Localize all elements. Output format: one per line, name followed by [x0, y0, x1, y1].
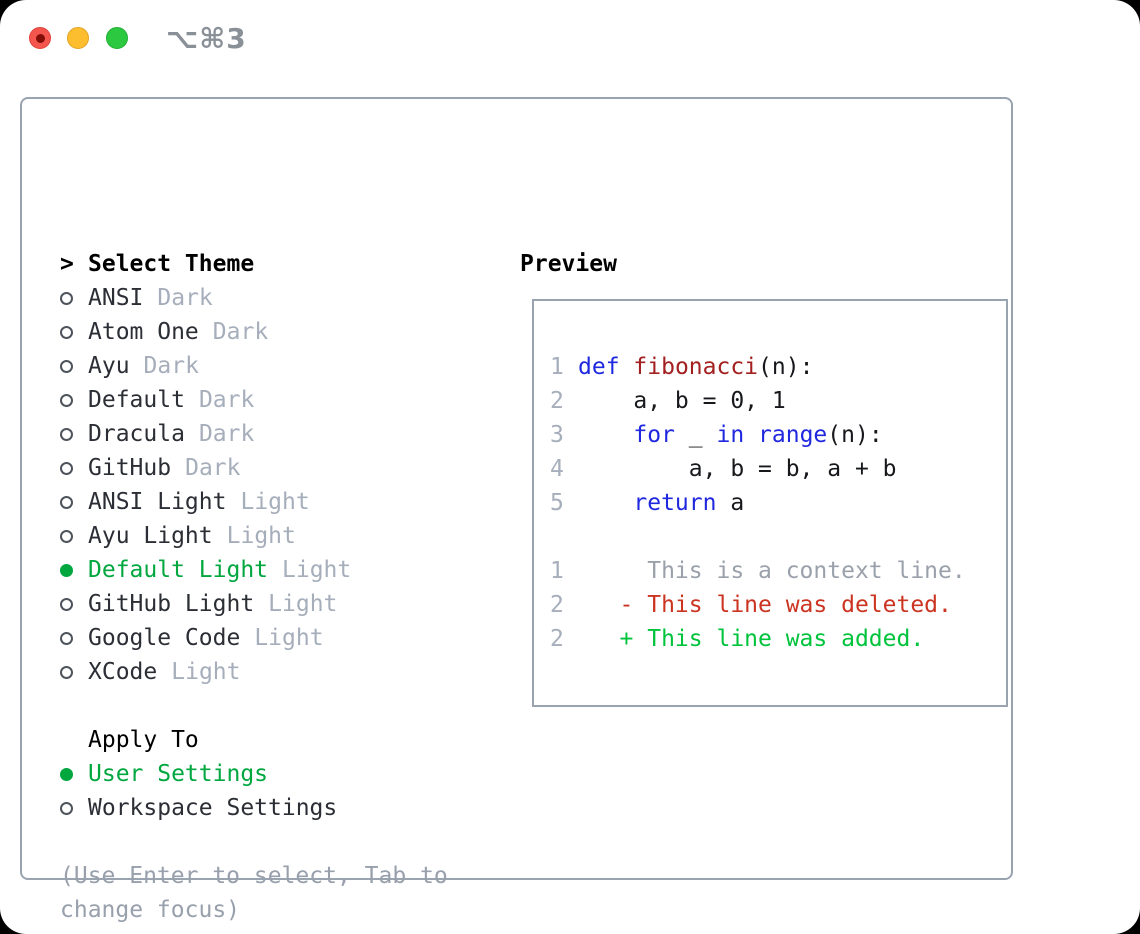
theme-variant-tag: Dark	[212, 319, 269, 345]
record-dot-icon	[35, 33, 45, 43]
code-line-blank	[550, 520, 1006, 554]
apply-to-section: Apply To User Settings Workspace Setting…	[60, 723, 337, 825]
minimize-button[interactable]	[67, 27, 89, 49]
theme-variant-tag: Light	[282, 557, 352, 583]
radio-icon	[60, 665, 88, 679]
radio-icon	[60, 359, 88, 373]
keyboard-shortcut-label: ⌥⌘3	[166, 22, 247, 55]
radio-selected-icon	[60, 767, 88, 781]
diff-deleted-line: 2 - This line was deleted.	[550, 592, 952, 618]
radio-icon	[60, 801, 88, 815]
apply-option-user-settings[interactable]: User Settings	[60, 757, 337, 791]
preview-title: Preview	[520, 251, 617, 277]
focus-caret-icon: >	[60, 251, 74, 277]
line-number: 2	[550, 388, 564, 414]
maximize-button[interactable]	[106, 27, 128, 49]
theme-variant-tag: Light	[226, 523, 296, 549]
radio-icon	[60, 393, 88, 407]
theme-variant-tag: Light	[240, 489, 310, 515]
theme-variant-tag: Dark	[157, 285, 213, 311]
code-line: 5 return a	[550, 490, 745, 516]
line-number: 5	[550, 490, 564, 516]
line-number: 4	[550, 456, 564, 482]
radio-icon	[60, 427, 88, 441]
line-number: 2	[550, 592, 564, 618]
line-number: 1	[550, 558, 564, 584]
line-number: 3	[550, 422, 564, 448]
theme-variant-tag: Dark	[198, 421, 255, 447]
radio-icon	[60, 325, 88, 339]
diff-added-line: 2 + This line was added.	[550, 626, 925, 652]
theme-variant-tag: Dark	[143, 353, 199, 379]
code-line: 3 for _ in range(n):	[550, 422, 883, 448]
radio-selected-icon	[60, 563, 88, 577]
theme-variant-tag: Light	[268, 591, 338, 617]
theme-variant-tag: Dark	[185, 455, 241, 481]
radio-icon	[60, 529, 88, 543]
line-number: 1	[550, 354, 564, 380]
apply-option-workspace-settings[interactable]: Workspace Settings	[60, 791, 337, 825]
help-text: (Use Enter to select, Tab to change focu…	[60, 863, 448, 923]
apply-to-title: Apply To	[88, 727, 199, 753]
code-line: 2 a, b = 0, 1	[550, 388, 786, 414]
window-titlebar: ⌥⌘3	[0, 0, 1140, 76]
diff-context-line: 1 This is a context line.	[550, 558, 966, 584]
theme-variant-tag: Light	[171, 659, 241, 685]
radio-icon	[60, 291, 88, 305]
theme-list-header: > Select Theme	[60, 247, 351, 281]
line-number: 2	[550, 626, 564, 652]
theme-list-title: Select Theme	[88, 251, 255, 277]
radio-icon	[60, 597, 88, 611]
code-line: 4 a, b = b, a + b	[550, 456, 897, 482]
theme-variant-tag: Dark	[198, 387, 255, 413]
close-button[interactable]	[29, 27, 51, 49]
radio-icon	[60, 631, 88, 645]
radio-icon	[60, 461, 88, 475]
theme-variant-tag: Light	[254, 625, 324, 651]
apply-to-header: Apply To	[60, 723, 337, 757]
radio-icon	[60, 495, 88, 509]
